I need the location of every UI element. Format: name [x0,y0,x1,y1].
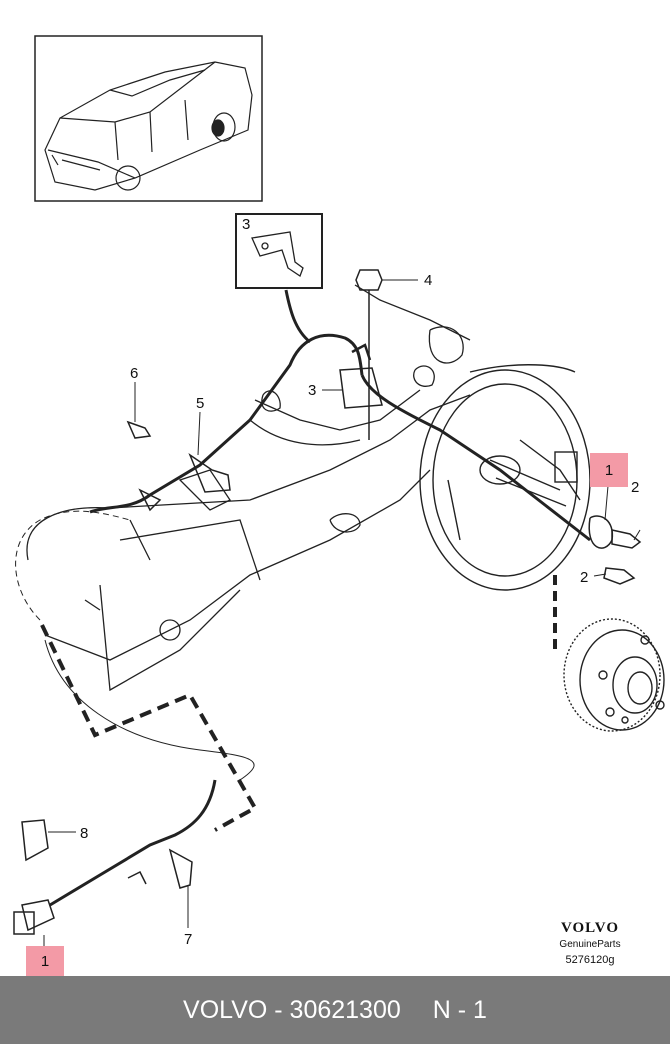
callout-box-3: 3 [242,216,250,233]
callout-2-top: 2 [631,479,639,496]
callout-4: 4 [424,272,432,289]
callout-1-highlight-left[interactable]: 1 [26,946,64,976]
leader-lines [43,279,641,948]
car-overview-inset [34,35,263,202]
callout-6: 6 [130,365,138,382]
part-number-label: VOLVO - 30621300 [183,995,401,1024]
brand-block: VOLVO GenuineParts 5276120g [530,920,650,966]
fasteners [21,269,642,862]
volvo-logo: VOLVO [560,920,620,936]
brake-backing-plate [419,364,591,591]
footer-bar: VOLVO - 30621300 N - 1 [0,976,670,1044]
parts-diagram: 3 4 3 6 5 2 2 8 7 [13,35,665,948]
callout-7: 7 [184,931,192,948]
body-contour [44,639,255,781]
genuine-parts-label: GenuineParts [559,939,621,950]
wheel-hub [563,618,665,732]
quantity-label: N - 1 [432,995,487,1024]
clip-detail-box [235,213,323,344]
lower-sensor-cable [13,779,217,935]
callout-3: 3 [308,382,316,399]
callout-5: 5 [196,395,204,412]
diagram-code: 5276120g [565,954,615,966]
callout-8: 8 [80,825,88,842]
rear-subframe [26,284,471,692]
sensor-cable-dashed-route [40,624,258,832]
callout-1-highlight-right[interactable]: 1 [590,453,628,487]
wheelhouse-outline [15,510,131,621]
abs-sensor-cable [89,333,591,542]
callout-2-bottom: 2 [580,569,588,586]
